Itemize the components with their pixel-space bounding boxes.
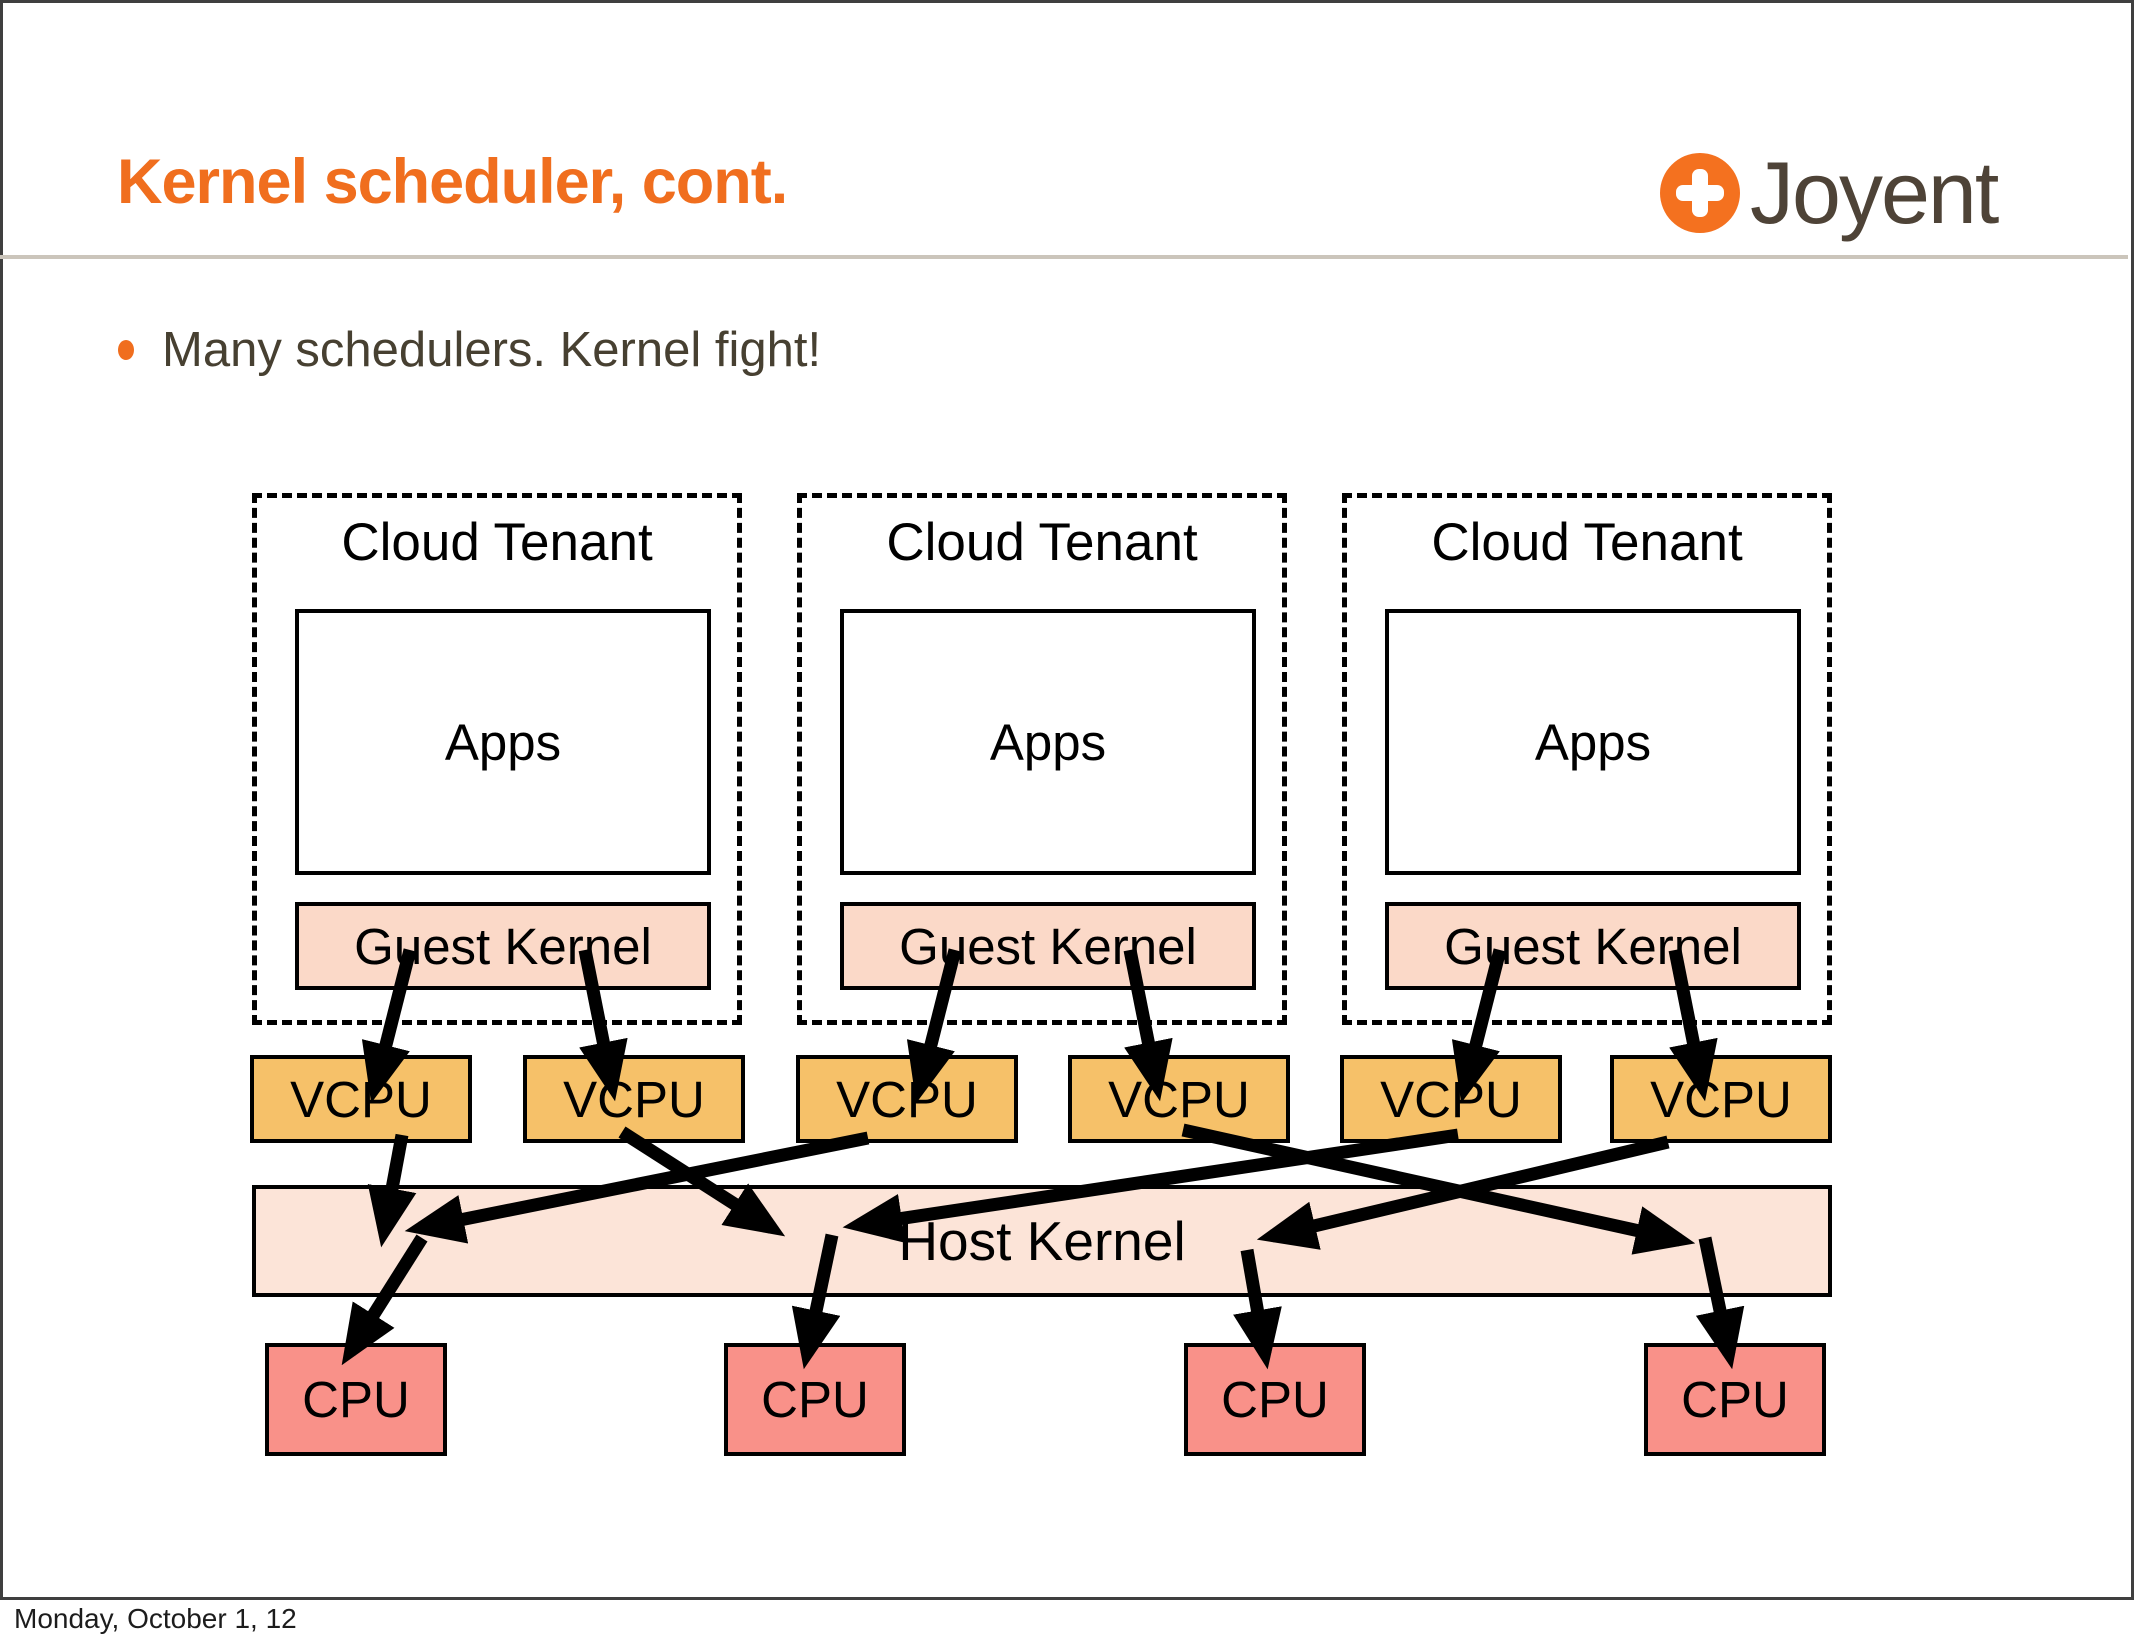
cloud-tenant-label: Cloud Tenant (341, 513, 653, 572)
guest-kernel-box: Guest Kernel (840, 902, 1256, 990)
cpu-box-4: CPU (1644, 1343, 1826, 1456)
cloud-tenant-box-3: Cloud Tenant Apps Guest Kernel (1342, 493, 1832, 1025)
cloud-tenant-label: Cloud Tenant (1431, 513, 1743, 572)
vcpu-box-3: VCPU (796, 1055, 1018, 1143)
title-divider (0, 255, 2128, 259)
cpu-box-2: CPU (724, 1343, 906, 1456)
apps-box: Apps (840, 609, 1256, 875)
host-kernel-bar: Host Kernel (252, 1185, 1832, 1297)
vcpu-box-1: VCPU (250, 1055, 472, 1143)
apps-box: Apps (295, 609, 711, 875)
cpu-box-1: CPU (265, 1343, 447, 1456)
cloud-tenant-label: Cloud Tenant (886, 513, 1198, 572)
apps-box: Apps (1385, 609, 1801, 875)
vcpu-box-4: VCPU (1068, 1055, 1290, 1143)
bullet-text: Many schedulers. Kernel fight! (162, 323, 822, 377)
cloud-tenant-box-2: Cloud Tenant Apps Guest Kernel (797, 493, 1287, 1025)
cloud-tenant-box-1: Cloud Tenant Apps Guest Kernel (252, 493, 742, 1025)
vcpu-box-2: VCPU (523, 1055, 745, 1143)
joyent-logo-text: Joyent (1750, 143, 1999, 242)
joyent-logo: Joyent (1660, 138, 1999, 248)
guest-kernel-box: Guest Kernel (295, 902, 711, 990)
guest-kernel-box: Guest Kernel (1385, 902, 1801, 990)
vcpu-box-6: VCPU (1610, 1055, 1832, 1143)
cpu-box-3: CPU (1184, 1343, 1366, 1456)
bullet-row: Many schedulers. Kernel fight! (118, 322, 821, 378)
slide-footer-date: Monday, October 1, 12 (14, 1603, 297, 1634)
vcpu-box-5: VCPU (1340, 1055, 1562, 1143)
bullet-dot-icon (118, 340, 134, 360)
slide-title: Kernel scheduler, cont. (117, 147, 788, 217)
joyent-plus-icon (1660, 153, 1740, 233)
